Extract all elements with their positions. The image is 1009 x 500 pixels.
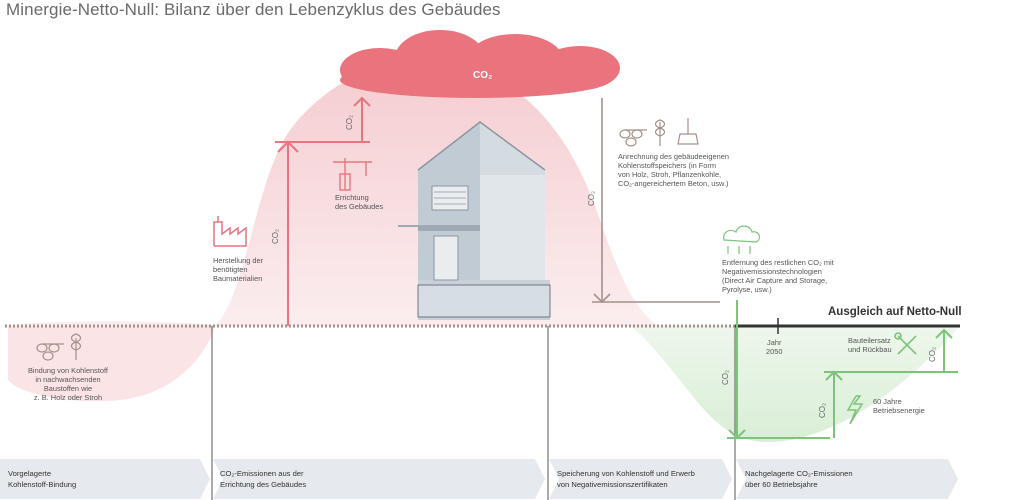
netto-null-label: Ausgleich auf Netto-Null: [828, 306, 962, 318]
factory-icon: [213, 216, 247, 247]
co2-capture-icon: [723, 225, 761, 254]
emission-curve: [8, 60, 660, 326]
shovel-icon: [677, 118, 699, 145]
co2-label-storage: CO₂: [587, 190, 597, 207]
co2-label-rueckbau: CO₂: [928, 346, 938, 363]
annotation-rueckbau: Bauteilersatz und Rückbau: [848, 336, 892, 354]
co2-label-removal: CO₂: [721, 369, 731, 386]
logs-icon-left: [36, 343, 64, 361]
binding-lobe: [8, 326, 215, 402]
phase-label-2: CO₂-Emissionen aus der Errichtung des Ge…: [220, 469, 307, 489]
annotation-errichtung: Errichtung des Gebäudes: [335, 193, 384, 211]
phase-bar: [0, 459, 958, 499]
annotation-jahr: Jahr 2050: [766, 338, 783, 356]
house-illustration: [398, 121, 551, 320]
phase-label-3: Speicherung von Kohlenstoff und Erwerb v…: [557, 469, 695, 489]
storage-arrow: [592, 98, 720, 304]
annotation-herstellung: Herstellung der benötigten Baumaterialie…: [213, 256, 264, 283]
logs-icon-right: [619, 129, 647, 147]
co2-label-betrieb: CO₂: [818, 402, 828, 419]
cloud-co2-label: CO₂: [473, 70, 493, 81]
wheat-icon-right: [654, 119, 666, 146]
phase-label-4: Nachgelagerte CO₂-Emissionen über 60 Bet…: [745, 469, 853, 489]
phase-label-1: Vorgelagerte Kohlenstoff-Bindung: [8, 469, 77, 489]
co2-cloud: [340, 30, 620, 98]
page-title: Minergie-Netto-Null: Bilanz über den Leb…: [6, 0, 501, 19]
annotation-entfernung: Entfernung des restlichen CO₂ mit Negati…: [722, 258, 834, 294]
lightning-icon: [846, 395, 864, 425]
co2-label-herstellung: CO₂: [271, 228, 281, 245]
annotation-anrechnung: Anrechnung des gebäudeeigenen Kohlenstof…: [618, 152, 729, 188]
annotation-betrieb: 60 Jahre Betriebsenergie: [873, 397, 925, 415]
green-arrows: [727, 300, 958, 440]
co2-label-errichtung: CO₂: [345, 114, 355, 131]
negative-emission-curve: [630, 326, 960, 442]
tools-icon: [894, 332, 917, 355]
red-arrows: [275, 96, 371, 326]
crane-icon: [333, 158, 372, 191]
annotation-bindung: Bindung von Kohlenstoff in nachwachsende…: [28, 366, 108, 402]
wheat-icon-left: [70, 333, 82, 360]
